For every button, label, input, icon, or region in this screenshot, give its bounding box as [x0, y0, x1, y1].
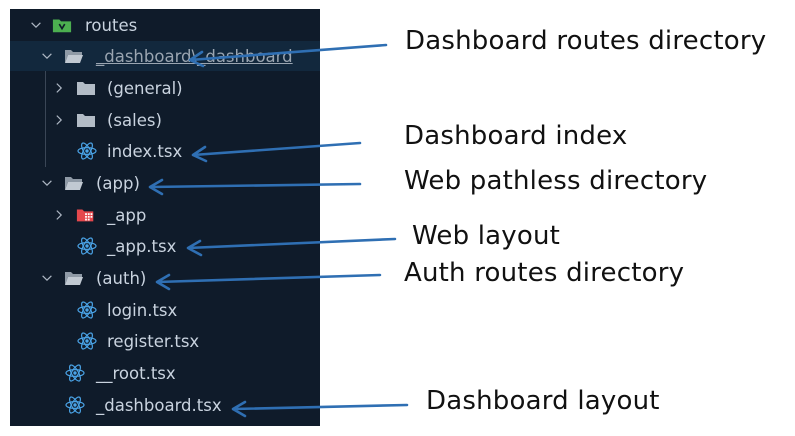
tree-item-login-file[interactable]: login.tsx [10, 295, 320, 325]
tree-item-dashboard-dir[interactable]: _dashboard\_dashboard [10, 41, 320, 71]
routes-folder-icon [52, 16, 72, 34]
tree-item-routes[interactable]: routes [10, 10, 320, 40]
tree-item-general[interactable]: (general) [10, 73, 320, 103]
note-web-pathless: Web pathless directory [404, 166, 708, 196]
chevron-right-icon [51, 80, 67, 96]
tree-item-root-file[interactable]: __root.tsx [10, 358, 320, 388]
tree-item-label: (general) [107, 78, 183, 98]
chevron-down-icon [39, 270, 55, 286]
tree-item-label: index.tsx [107, 141, 183, 161]
folder-open-icon [64, 174, 84, 192]
folder-icon [76, 111, 96, 129]
react-icon [77, 237, 97, 255]
folder-icon [76, 79, 96, 97]
tree-item-label: (sales) [107, 110, 162, 130]
tree-item-app-file[interactable]: _app.tsx [10, 231, 320, 261]
tree-item-auth-dir[interactable]: (auth) [10, 263, 320, 293]
tree-item-label: (app) [96, 173, 140, 193]
file-explorer: routes _dashboard\_dashboard (general) (… [10, 9, 320, 426]
tree-item-label: login.tsx [107, 300, 178, 320]
react-icon [77, 142, 97, 160]
tree-item-label: routes [85, 15, 138, 35]
chevron-down-icon [39, 175, 55, 191]
tree-item-label: _dashboard\_dashboard [96, 46, 293, 66]
chevron-down-icon [39, 48, 55, 64]
indent-guide [45, 71, 46, 167]
note-dashboard-layout: Dashboard layout [426, 386, 660, 416]
note-auth-routes: Auth routes directory [404, 258, 685, 288]
tree-item-label: __root.tsx [96, 363, 176, 383]
tree-item-label: (auth) [96, 268, 147, 288]
chevron-right-icon [51, 207, 67, 223]
folder-open-icon [64, 269, 84, 287]
react-icon [65, 396, 85, 414]
tree-item-index-file[interactable]: index.tsx [10, 136, 320, 166]
tree-item-label: _app.tsx [107, 236, 177, 256]
note-web-layout: Web layout [412, 221, 561, 251]
tree-item-label: register.tsx [107, 331, 200, 351]
tree-item-app-sub[interactable]: _app [10, 200, 320, 230]
tree-item-register-file[interactable]: register.tsx [10, 326, 320, 356]
chevron-right-icon [51, 112, 67, 128]
tree-item-label: _app [107, 205, 147, 225]
tree-item-dashboard-file[interactable]: _dashboard.tsx [10, 390, 320, 420]
note-dashboard-routes: Dashboard routes directory [405, 26, 767, 56]
tree-item-label: _dashboard.tsx [96, 395, 222, 415]
react-icon [77, 301, 97, 319]
app-folder-icon [76, 206, 96, 224]
react-icon [77, 332, 97, 350]
note-dashboard-index: Dashboard index [404, 121, 628, 151]
chevron-down-icon [28, 17, 44, 33]
react-icon [65, 364, 85, 382]
tree-item-sales[interactable]: (sales) [10, 105, 320, 135]
folder-open-icon [64, 47, 84, 65]
tree-item-app-dir[interactable]: (app) [10, 168, 320, 198]
